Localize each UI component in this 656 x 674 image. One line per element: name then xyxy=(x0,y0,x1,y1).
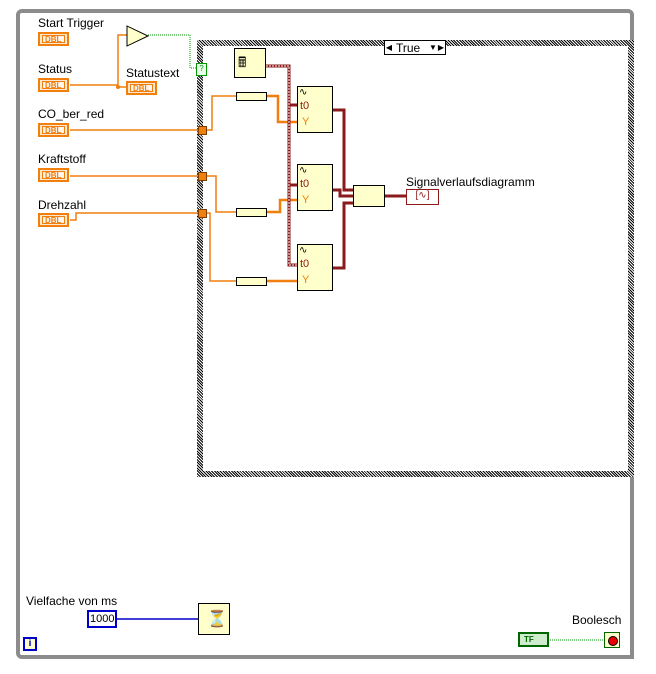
statustext-label: Statustext xyxy=(126,66,180,80)
case-structure[interactable] xyxy=(197,40,634,477)
wait-label: Vielfache von ms xyxy=(26,594,118,608)
kraftstoff-label: Kraftstoff xyxy=(38,152,86,166)
wire-status-compare xyxy=(70,34,127,86)
boolean-constant[interactable]: TF xyxy=(518,632,549,647)
input-tunnel-co[interactable] xyxy=(198,126,207,135)
start-trigger-control[interactable]: DBL xyxy=(38,32,69,46)
waveform-icon: ∿ xyxy=(299,245,308,256)
wait-ms-constant[interactable]: 1000 xyxy=(87,610,117,628)
statustext-indicator[interactable]: DBL xyxy=(126,81,157,95)
build-array-node[interactable] xyxy=(353,185,385,207)
get-date-time-node[interactable]: 🖩 xyxy=(234,48,266,78)
loop-stop-terminal[interactable] xyxy=(604,632,620,648)
wait-ms-node[interactable]: ⏳ xyxy=(198,603,230,635)
case-selector-terminal[interactable]: ? xyxy=(196,63,207,76)
clock-icon: 🖩 xyxy=(238,54,247,70)
build-waveform-node-1[interactable]: ∿ t0 Y xyxy=(297,86,333,133)
decrement-case-icon[interactable]: ◀ xyxy=(385,43,393,52)
build-array-node-1[interactable] xyxy=(236,92,267,101)
drehzahl-label: Drehzahl xyxy=(38,198,87,212)
stop-icon xyxy=(608,636,618,646)
wire-bool-selector xyxy=(148,34,198,69)
dropdown-icon[interactable]: ▼ xyxy=(429,43,437,52)
status-control[interactable]: DBL xyxy=(38,78,69,92)
build-waveform-node-2[interactable]: ∿ t0 Y xyxy=(297,164,333,211)
signalverlauf-label: Signalverlaufsdiagramm xyxy=(406,175,535,189)
case-selector[interactable]: ◀ True ▼ ▶ xyxy=(384,40,446,55)
input-tunnel-drehzahl[interactable] xyxy=(198,209,207,218)
co-ber-red-label: CO_ber_red xyxy=(38,107,105,121)
start-trigger-label: Start Trigger xyxy=(38,16,105,30)
kraftstoff-control[interactable]: DBL xyxy=(38,168,69,182)
build-array-node-3[interactable] xyxy=(236,277,267,286)
case-selector-value: True xyxy=(396,40,421,55)
status-label: Status xyxy=(38,62,73,76)
drehzahl-control[interactable]: DBL xyxy=(38,213,69,227)
iteration-terminal[interactable]: i xyxy=(23,637,37,651)
metronome-icon: ⏳ xyxy=(207,611,227,628)
waveform-icon: ∿ xyxy=(299,87,308,98)
wire-drehzahl xyxy=(70,212,198,221)
input-tunnel-kraftstoff[interactable] xyxy=(198,172,207,181)
wire-junction xyxy=(116,85,120,89)
increment-case-icon[interactable]: ▶ xyxy=(437,43,445,52)
build-array-node-2[interactable] xyxy=(236,208,267,217)
boolesch-label: Boolesch xyxy=(572,613,622,627)
signalverlauf-indicator[interactable]: [∿] xyxy=(406,189,439,205)
co-ber-red-control[interactable]: DBL xyxy=(38,123,69,137)
waveform-icon: ∿ xyxy=(299,165,308,176)
build-waveform-node-3[interactable]: ∿ t0 Y xyxy=(297,244,333,291)
